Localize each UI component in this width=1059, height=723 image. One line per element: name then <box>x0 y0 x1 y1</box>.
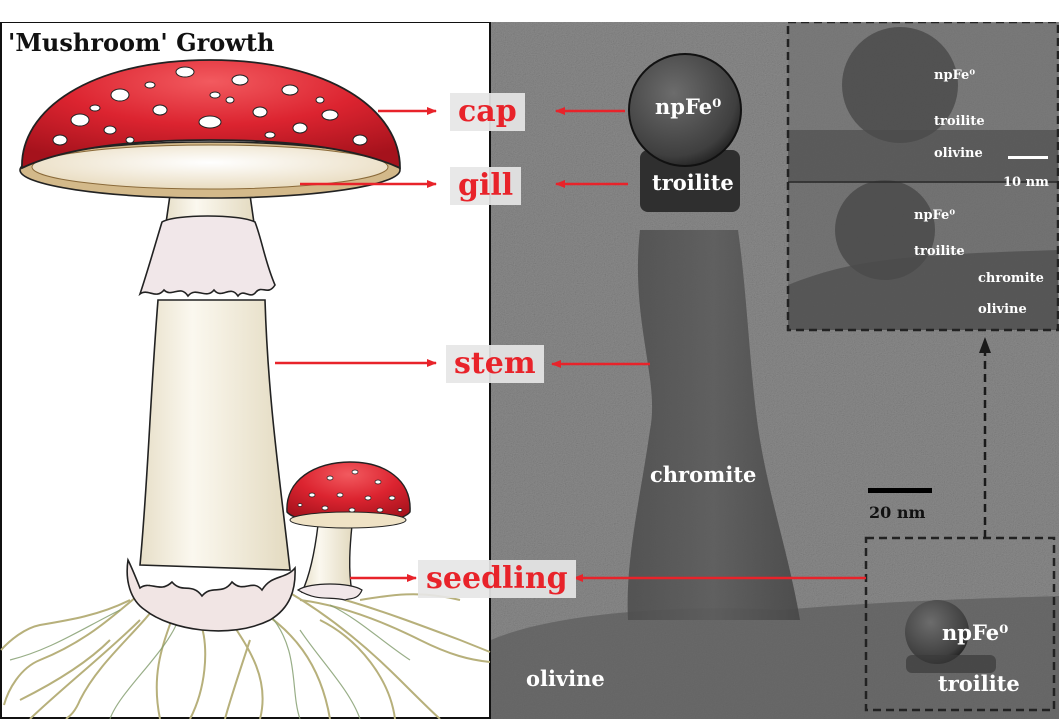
seedling-mushroom <box>286 461 411 601</box>
callout-cap: cap <box>450 93 525 131</box>
seedling-troilite <box>906 655 996 673</box>
label-olivine: olivine <box>526 666 605 691</box>
mycelium-roots-green <box>9 604 411 720</box>
inset-upper-npfe: npFe⁰ <box>934 68 976 83</box>
npfe-sphere <box>628 53 742 167</box>
seedling-box <box>864 536 1056 712</box>
troilite-layer <box>640 150 740 212</box>
inset-lower-npfe: npFe⁰ <box>914 208 956 223</box>
main-stem <box>126 171 296 632</box>
left-arrows <box>275 107 437 582</box>
label-troilite-seedling: troilite <box>938 671 1020 696</box>
label-npfe-seedling: npFe⁰ <box>942 620 1009 645</box>
scale-bar-inset <box>1008 156 1048 159</box>
scale-bar-main <box>868 488 932 493</box>
inset-lower-troilite: troilite <box>914 244 965 259</box>
inset-lower-chromite: chromite <box>978 271 1044 286</box>
seedling-npfe-sphere <box>905 600 969 664</box>
inset-lower-olivine: olivine <box>978 302 1027 317</box>
mycelium-roots <box>0 584 491 720</box>
scale-bar-inset-label: 10 nm <box>1003 175 1049 190</box>
label-chromite: chromite <box>650 462 757 487</box>
label-npfe-top: npFe⁰ <box>655 94 722 119</box>
chromite-pillar <box>627 230 800 620</box>
callout-gill: gill <box>450 167 522 205</box>
main-cap <box>19 59 401 199</box>
callout-stem: stem <box>446 345 544 383</box>
inset-upper-olivine: olivine <box>934 146 983 161</box>
label-troilite-top: troilite <box>652 170 734 195</box>
tem-arrows <box>551 107 866 582</box>
callout-seedling: seedling <box>418 560 576 598</box>
inset-upper-troilite: troilite <box>934 114 985 129</box>
left-panel <box>0 21 491 720</box>
scale-bar-main-label: 20 nm <box>869 503 926 522</box>
figure-title: 'Mushroom' Growth <box>8 28 275 57</box>
